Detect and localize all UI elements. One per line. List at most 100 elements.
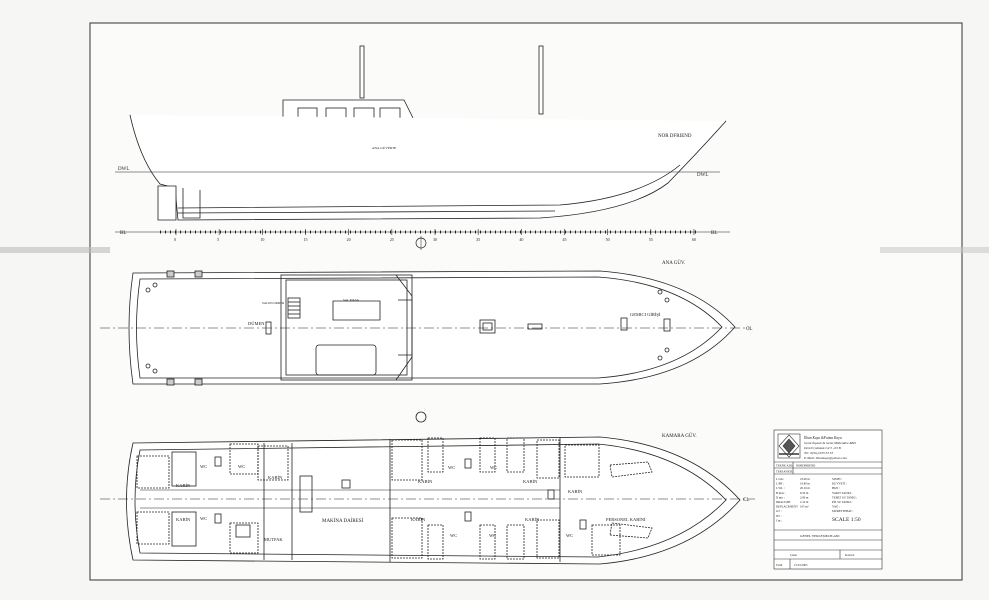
kabin-label-3: KABİN <box>268 475 283 480</box>
fore-hatch <box>479 319 496 334</box>
wc-label-8: WC <box>200 516 207 521</box>
section-marker-2 <box>415 411 427 423</box>
kabin-label-7: KABİN <box>525 517 540 522</box>
dwl-right-label: DWL <box>697 173 708 178</box>
spec-right-label: PİS SU TANKI : <box>832 499 852 504</box>
wc-label-3: WC <box>448 465 455 470</box>
station-tick-label: 50 <box>606 237 610 242</box>
spec-left-value: 20.10 m <box>800 486 811 490</box>
spec-left-value: 23.00 m <box>800 477 811 481</box>
main-deck-outline <box>128 270 736 385</box>
crew-cabin-label: PERSONEL KABİNİ <box>606 517 646 522</box>
wc-label-6: WC <box>489 533 496 538</box>
salon-label: SALON ORDER <box>262 301 285 305</box>
dumen-label: DÜMEN <box>248 321 265 326</box>
spec-right-label: MÜRETTEBAT : <box>832 508 854 513</box>
spec-left-label: DEPLACEMENT <box>776 505 798 509</box>
drawn-label: Çizen <box>790 553 797 557</box>
station-tick-label: 0 <box>174 237 176 242</box>
plan-title: GENEL YERLEŞİM PLANI <box>800 533 840 538</box>
date-label: Tarih <box>776 563 783 567</box>
spec-left-label: Cm : <box>776 518 782 522</box>
spec-right-label: TEMİZ SU TANKI : <box>832 494 857 499</box>
owner-value: NORDFRIEND <box>796 464 816 468</box>
spec-left-label: L BP : <box>776 482 784 486</box>
station-tick-label: 15 <box>304 237 308 242</box>
scale-label: SCALE 1:50 <box>832 517 861 523</box>
aft-mast <box>359 45 365 99</box>
spec-right-label: HIZI : <box>832 486 840 490</box>
designer-line-2: Gemi İnşaatı & Gemi Mühendisi ABD <box>804 440 856 445</box>
spec-left-label: DRAUGHT <box>776 500 791 504</box>
spec-left-value: 195 m³ <box>800 505 809 509</box>
station-tick-label: 25 <box>390 237 394 242</box>
hull <box>129 114 727 221</box>
station-tick-label: 5 <box>217 237 219 242</box>
spec-left-value: 6.50 m <box>800 491 809 495</box>
spec-right-label: YAĞ : <box>832 504 840 509</box>
specs-right: SINIFI :KUVVETİ :HIZI :YAKIT TANKI :TEMİ… <box>832 477 857 513</box>
galley-label: MUTFAK <box>264 537 283 542</box>
main-deck-plan <box>100 270 750 386</box>
date-value: 15.03.2005 <box>794 563 808 567</box>
designer-line-5: E-Mail: ilhankaya@yahoo.com <box>803 456 847 460</box>
main-deck-above-label: ANA GÜV. <box>662 260 685 266</box>
kabin-label-4: KABİN <box>418 479 433 484</box>
spec-left-label: B max : <box>776 491 786 495</box>
wc-label-2: WC <box>238 464 245 469</box>
dwl-left-label: DWL <box>118 167 129 172</box>
spec-left-label: GT : <box>776 509 782 513</box>
specs-left: L OA : 23.00 m L BP : 19.80 m L WL : 20.10 m B… <box>776 477 811 522</box>
spec-left-value: 2.10 m <box>800 500 809 504</box>
spec-right-label: SINIFI : <box>832 477 842 481</box>
station-tick-label: 45 <box>563 237 567 242</box>
lower-deck-above-label: KAMARA GÜV. <box>662 433 697 439</box>
wc-label-7: WC <box>566 533 573 538</box>
title-block <box>773 429 883 570</box>
spec-left-label: L WL : <box>776 486 785 490</box>
engine-room-label: MAKİNA DAİRESİ <box>322 518 364 524</box>
bl-left-label: BL <box>120 231 126 236</box>
kabin-label-1: KABİN <box>176 483 191 488</box>
station-tick-label: 30 <box>433 237 437 242</box>
lower-deck-plan <box>100 411 755 565</box>
scan-artifact-left <box>0 247 110 253</box>
lower-cl-label: CL <box>743 498 749 503</box>
station-tick-label: 55 <box>649 237 653 242</box>
kabin-label-8: KABİN <box>568 489 583 494</box>
kabin-label-5: KABİN <box>411 517 426 522</box>
sal-label: SAL MASA <box>343 298 360 302</box>
check-label: Kontrol <box>845 553 854 557</box>
main-cl-label: CL <box>746 327 752 332</box>
main-stairs <box>287 297 301 319</box>
rudder <box>157 185 177 221</box>
bl-right-label: BL <box>711 231 717 236</box>
section-marker-1 <box>415 236 427 250</box>
kabin-label-6: KABİN <box>523 479 538 484</box>
spec-right-label: YAKIT TANKI : <box>832 491 852 495</box>
lower-deck-outline <box>126 436 741 565</box>
spec-left-label: L OA : <box>776 477 784 481</box>
entrance-label: GEMICI GİRİŞİ <box>630 312 661 317</box>
kabin-label-2: KABİN <box>176 517 191 522</box>
designer-line-3: Dereli Çakmak Cd 3 ..63 B <box>803 446 841 450</box>
spec-right-label: KUVVETİ : <box>832 481 847 486</box>
station-tick-label: 35 <box>476 237 480 242</box>
scan-artifact-right <box>880 247 989 253</box>
owner-label: TEKNE ADI: <box>776 464 793 468</box>
spec-left-label: NT : <box>776 514 782 518</box>
station-tick-label: 60 <box>692 237 696 242</box>
deck-label: ANA GÜVERTE <box>372 145 396 150</box>
designer-line-4: Tel: 0(3xx) 633 33 33 <box>804 451 833 455</box>
wc-label-1: WC <box>200 464 207 469</box>
fore-mast <box>538 45 544 115</box>
hull-name: NOR DFRIEND <box>658 134 692 139</box>
wc-label-5: WC <box>450 533 457 538</box>
spec-left-value: 19.80 m <box>800 482 811 486</box>
firm-logo <box>777 433 801 459</box>
spec-left-value: 2.80 m <box>800 495 809 499</box>
profile-view <box>115 45 730 234</box>
station-tick-label: 20 <box>347 237 351 242</box>
